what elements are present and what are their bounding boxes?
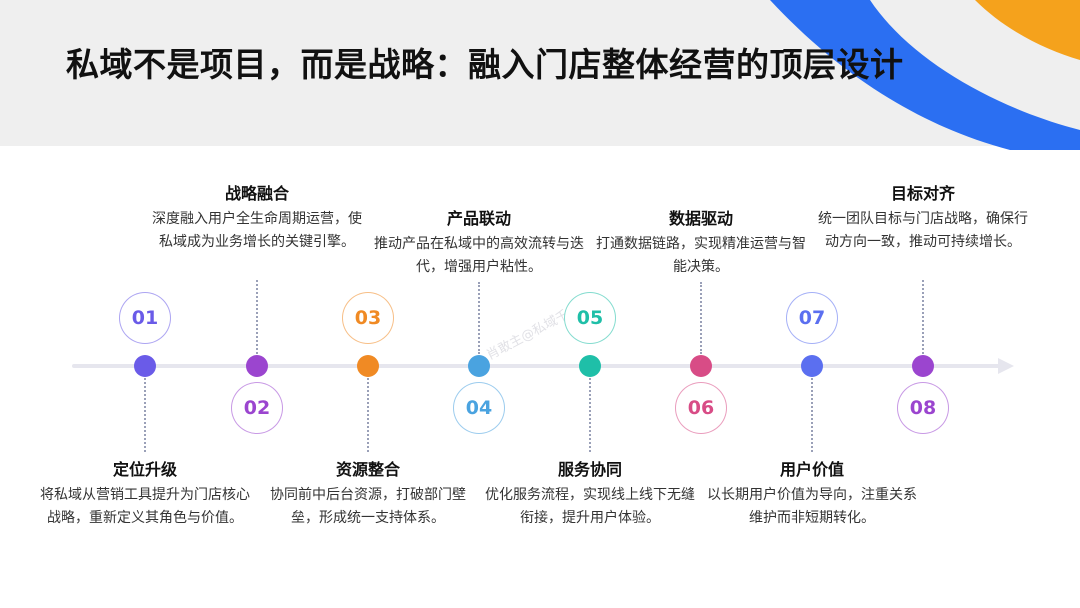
timeline-dot: [690, 355, 712, 377]
timeline-dot: [357, 355, 379, 377]
dotted-connector: [144, 378, 146, 452]
timeline-axis: [72, 364, 1002, 368]
milestone-description: 以长期用户价值为导向，注重关系维护而非短期转化。: [702, 484, 922, 530]
step-number-circle: 08: [897, 382, 949, 434]
step-number-circle: 03: [342, 292, 394, 344]
dotted-connector: [367, 378, 369, 452]
milestone-title: 服务协同: [480, 456, 700, 480]
milestone-title: 资源整合: [258, 456, 478, 480]
milestone-title: 用户价值: [702, 456, 922, 480]
dotted-connector: [700, 282, 702, 354]
timeline-dot: [468, 355, 490, 377]
timeline-dot: [801, 355, 823, 377]
milestone-description: 协同前中后台资源，打破部门壁垒，形成统一支持体系。: [258, 484, 478, 530]
milestone-title: 目标对齐: [813, 180, 1033, 204]
timeline-dot: [134, 355, 156, 377]
timeline-arrow: [998, 358, 1014, 374]
milestone-title: 数据驱动: [591, 205, 811, 229]
dotted-connector: [478, 282, 480, 354]
milestone-title: 产品联动: [369, 205, 589, 229]
dotted-connector: [811, 378, 813, 452]
step-number-circle: 01: [119, 292, 171, 344]
step-number-circle: 02: [231, 382, 283, 434]
timeline-dot: [246, 355, 268, 377]
milestone-description: 打通数据链路，实现精准运营与智能决策。: [591, 233, 811, 279]
step-number-circle: 05: [564, 292, 616, 344]
milestone-description: 优化服务流程，实现线上线下无缝衔接，提升用户体验。: [480, 484, 700, 530]
milestone-description: 推动产品在私域中的高效流转与迭代，增强用户粘性。: [369, 233, 589, 279]
dotted-connector: [256, 280, 258, 354]
step-number-circle: 06: [675, 382, 727, 434]
milestone-title: 定位升级: [35, 456, 255, 480]
dotted-connector: [922, 280, 924, 354]
timeline-dot: [579, 355, 601, 377]
milestone-description: 将私域从营销工具提升为门店核心战略，重新定义其角色与价值。: [35, 484, 255, 530]
dotted-connector: [589, 378, 591, 452]
milestone-title: 战略融合: [147, 180, 367, 204]
timeline-dot: [912, 355, 934, 377]
step-number-circle: 04: [453, 382, 505, 434]
milestone-description: 统一团队目标与门店战略，确保行动方向一致，推动可持续增长。: [813, 208, 1033, 254]
step-number-circle: 07: [786, 292, 838, 344]
page-title: 私域不是项目，而是战略：融入门店整体经营的顶层设计: [66, 38, 904, 86]
milestone-description: 深度融入用户全生命周期运营，使私域成为业务增长的关键引擎。: [147, 208, 367, 254]
